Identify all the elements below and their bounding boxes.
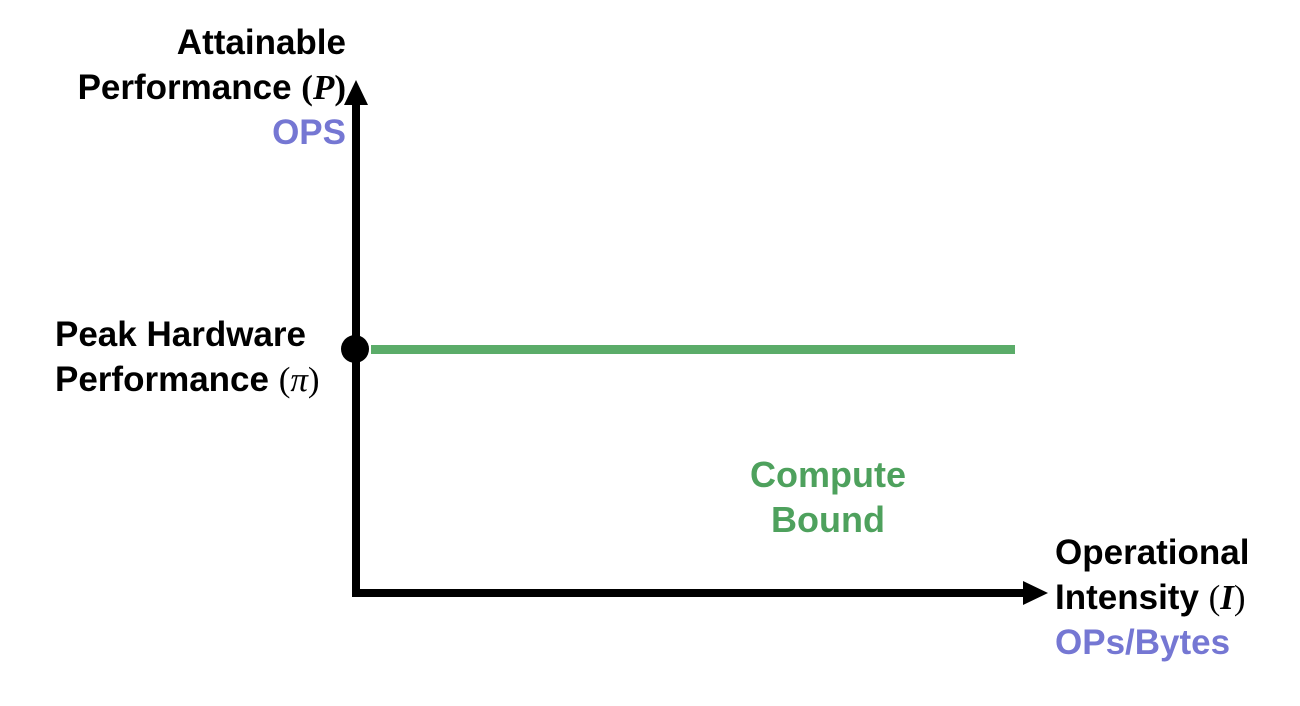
x-axis-title-line2: Intensity (I) [1055, 578, 1246, 617]
compute-bound-line2: Bound [771, 499, 885, 540]
y-axis-unit: OPS [272, 113, 346, 152]
y-axis-arrowhead-icon [344, 80, 368, 105]
x-axis-title: Operational Intensity (I) OPs/Bytes [1055, 530, 1249, 665]
compute-bound-label: Compute Bound [708, 452, 948, 542]
compute-bound-line1: Compute [750, 454, 906, 495]
peak-performance-line [371, 345, 1015, 354]
y-axis-title: Attainable Performance (P) OPS [0, 20, 346, 155]
peak-performance-label: Peak Hardware Performance (π) [55, 312, 320, 402]
x-axis-line [352, 589, 1028, 597]
close-paren: ) [1233, 578, 1246, 617]
open-paren: ( [301, 68, 313, 107]
y-axis-title-line1: Attainable [176, 23, 346, 62]
math-symbol-pi: π [290, 360, 308, 399]
math-symbol-I: I [1220, 578, 1234, 617]
y-axis-title-line2: Performance (P) [77, 68, 346, 107]
math-symbol-P: P [312, 68, 335, 107]
close-paren: ) [307, 360, 320, 399]
open-paren: ( [278, 360, 291, 399]
open-paren: ( [1208, 578, 1221, 617]
peak-label-line2: Performance (π) [55, 360, 320, 399]
peak-label-line1: Peak Hardware [55, 315, 306, 354]
close-paren: ) [334, 68, 346, 107]
x-axis-title-line1: Operational [1055, 533, 1250, 572]
x-axis-unit: OPs/Bytes [1055, 623, 1231, 662]
peak-marker-dot [341, 335, 369, 363]
x-axis-arrowhead-icon [1023, 581, 1048, 605]
